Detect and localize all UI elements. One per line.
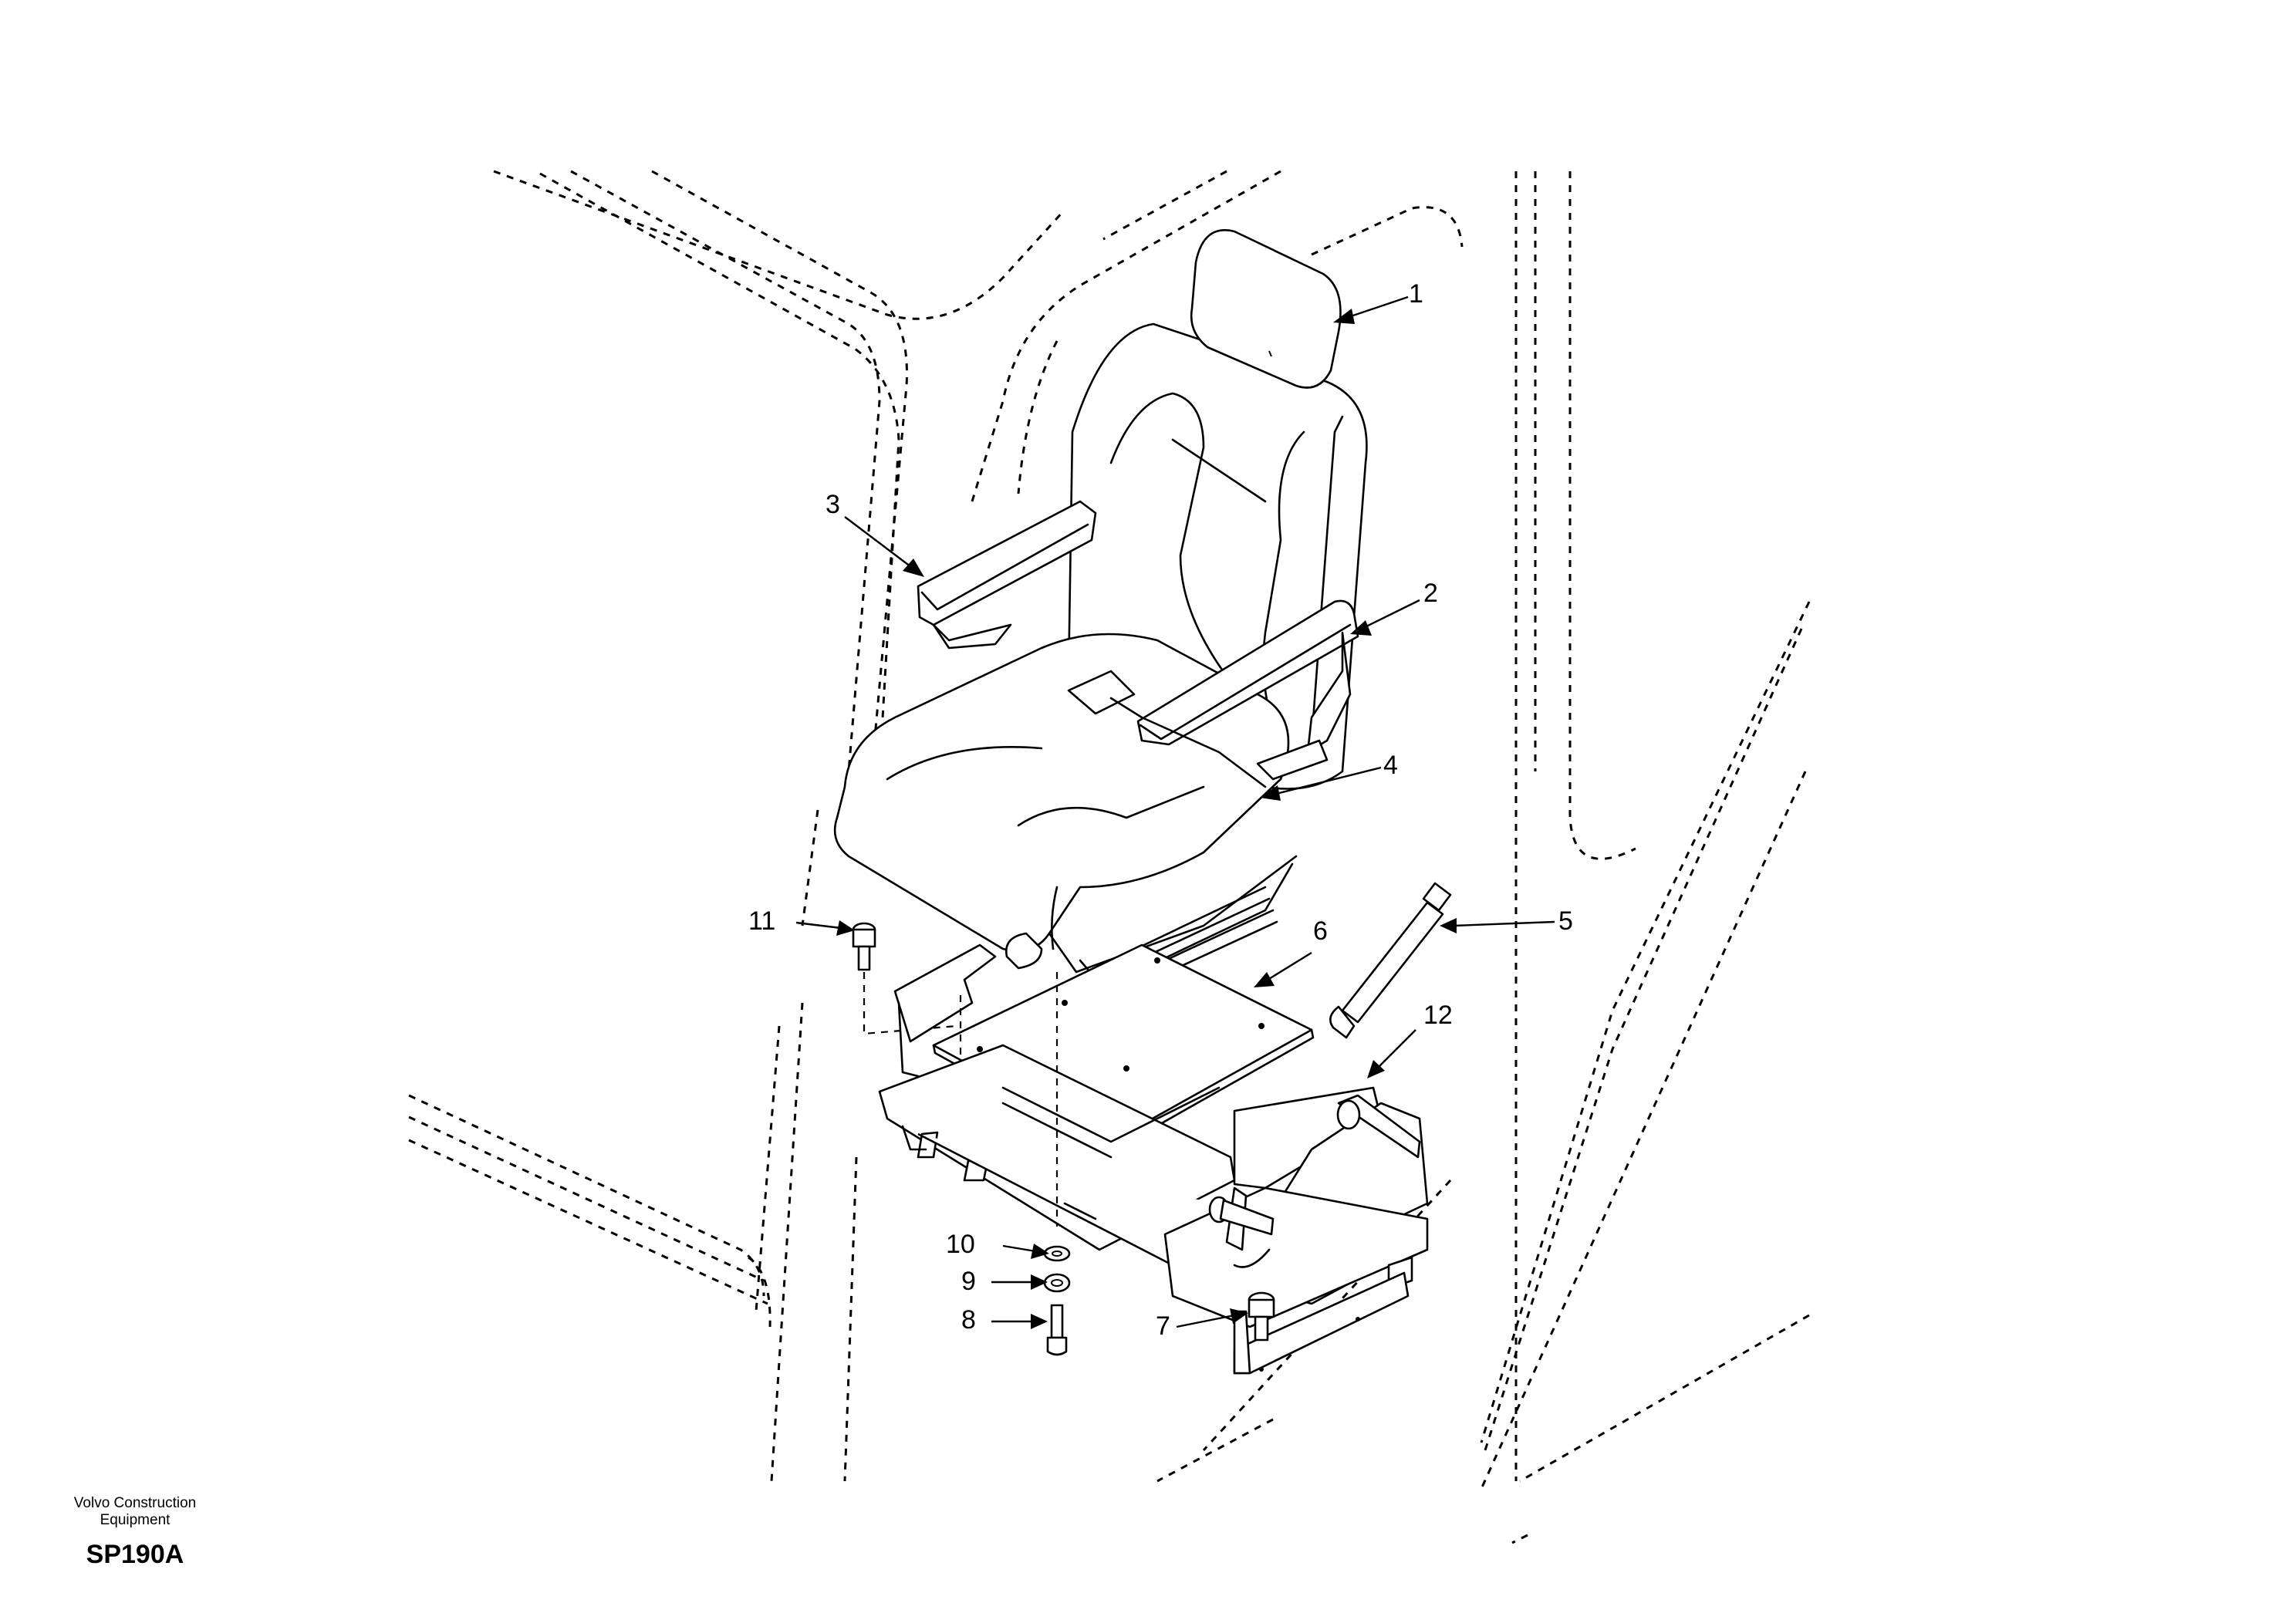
callout-2: 2: [1423, 579, 1438, 608]
callout-leaders: [795, 295, 1555, 1329]
callout-12: 12: [1423, 1001, 1453, 1030]
washer-10: [1043, 1245, 1071, 1262]
callout-labels: 1 2 3 4 5 6 7 8 9 10 11 12: [748, 279, 1573, 1341]
bolt-8: [1046, 1304, 1068, 1356]
manufacturer-name: Volvo Construction Equipment: [73, 1495, 197, 1528]
console-side-panel: [1163, 1086, 1429, 1328]
seat-slide-frame: [893, 932, 1043, 1078]
callout-6: 6: [1313, 916, 1328, 946]
callout-8: 8: [961, 1305, 976, 1335]
callout-4: 4: [1383, 751, 1398, 780]
callout-10: 10: [946, 1230, 975, 1259]
bolt-7: [1248, 1291, 1275, 1342]
seat-belt: [1067, 670, 1329, 788]
front-mounting-flange: [1233, 1271, 1410, 1375]
cab-outline-phantom: [408, 170, 1811, 1544]
armrest-left: [917, 500, 1097, 650]
drawing-footer: Volvo Construction Equipment SP190A: [46, 1495, 224, 1570]
headrest: [1190, 229, 1342, 389]
callout-9: 9: [961, 1267, 976, 1296]
gas-spring: [1329, 882, 1452, 1039]
callout-5: 5: [1558, 906, 1573, 936]
callout-1: 1: [1409, 279, 1423, 309]
callout-7: 7: [1156, 1311, 1170, 1341]
callout-11: 11: [748, 906, 775, 936]
callout-3: 3: [826, 490, 840, 519]
drawing-code: SP190A: [86, 1540, 184, 1569]
washer-9: [1043, 1273, 1071, 1293]
